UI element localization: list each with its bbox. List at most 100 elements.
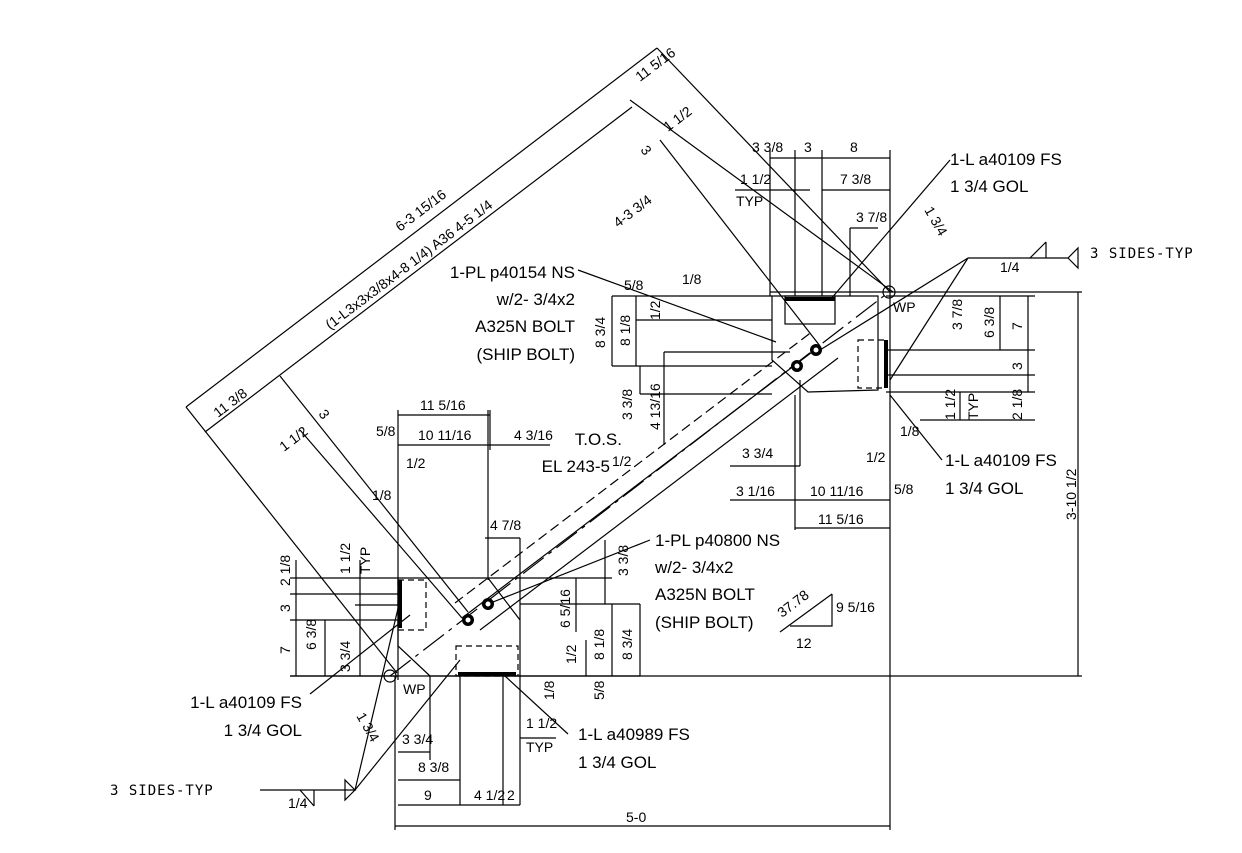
svg-text:1-L a40109 FS: 1-L a40109 FS <box>950 150 1062 169</box>
svg-text:(SHIP BOLT): (SHIP BOLT) <box>655 613 754 632</box>
svg-text:11 5/16: 11 5/16 <box>818 511 864 527</box>
svg-text:5/8: 5/8 <box>894 481 914 497</box>
svg-text:3 SIDES-TYP: 3 SIDES-TYP <box>110 783 214 799</box>
svg-text:(SHIP BOLT): (SHIP BOLT) <box>476 345 575 364</box>
svg-text:1/2: 1/2 <box>612 453 632 469</box>
tos-note: T.O.S. EL 243-5 1/2 <box>542 430 632 476</box>
svg-text:1/8: 1/8 <box>682 271 702 287</box>
svg-text:1-PL p40800 NS: 1-PL p40800 NS <box>655 531 780 550</box>
svg-text:37.78: 37.78 <box>774 586 812 620</box>
workpoint-bottom-icon <box>383 669 397 683</box>
svg-text:7: 7 <box>1009 322 1025 330</box>
svg-text:5-0: 5-0 <box>626 809 646 825</box>
svg-text:A325N BOLT: A325N BOLT <box>475 317 575 336</box>
wp-label-bottom: WP <box>403 681 426 697</box>
svg-text:3: 3 <box>638 142 656 158</box>
callout-plate-top: 1-PL p40154 NS w/2- 3/4x2 A325N BOLT (SH… <box>450 263 575 364</box>
svg-text:TYP: TYP <box>965 393 981 420</box>
svg-text:1/2: 1/2 <box>563 644 579 664</box>
svg-text:5/8: 5/8 <box>624 277 644 293</box>
svg-text:3 3/4: 3 3/4 <box>742 445 773 461</box>
svg-text:7: 7 <box>277 646 293 654</box>
weld-symbol-top: 3 SIDES-TYP 1/4 <box>1000 246 1194 275</box>
svg-text:3 SIDES-TYP: 3 SIDES-TYP <box>1090 246 1194 262</box>
svg-text:6 3/8: 6 3/8 <box>981 307 997 338</box>
svg-text:11 5/16: 11 5/16 <box>420 397 466 413</box>
svg-text:TYP: TYP <box>526 739 553 755</box>
svg-text:3 1/16: 3 1/16 <box>736 483 775 499</box>
svg-text:3 3/4: 3 3/4 <box>402 731 433 747</box>
svg-text:1 3/4 GOL: 1 3/4 GOL <box>945 479 1023 498</box>
svg-text:1 3/4: 1 3/4 <box>921 204 951 239</box>
svg-text:3: 3 <box>804 139 812 155</box>
svg-text:T.O.S.: T.O.S. <box>575 430 622 449</box>
svg-text:3 7/8: 3 7/8 <box>949 299 965 330</box>
svg-text:1 1/2: 1 1/2 <box>526 715 557 731</box>
svg-text:9: 9 <box>424 787 432 803</box>
slope-indicator: 37.78 9 5/16 12 <box>774 586 875 651</box>
svg-text:1 3/4 GOL: 1 3/4 GOL <box>578 753 656 772</box>
svg-text:1/8: 1/8 <box>372 487 392 503</box>
svg-text:3 7/8: 3 7/8 <box>856 209 887 225</box>
svg-text:6 3/8: 6 3/8 <box>303 619 319 650</box>
svg-text:3 3/4: 3 3/4 <box>337 641 353 672</box>
svg-text:9 5/16: 9 5/16 <box>836 599 875 615</box>
linework <box>185 47 1082 830</box>
svg-text:3: 3 <box>277 604 293 612</box>
svg-text:1 3/4: 1 3/4 <box>353 710 383 745</box>
callout-plate-bottom: 1-PL p40800 NS w/2- 3/4x2 A325N BOLT (SH… <box>654 531 780 632</box>
member-length: 6-3 15/16 <box>392 186 449 235</box>
callout-top-angle: 1-L a40109 FS 1 3/4 GOL <box>950 150 1062 196</box>
svg-text:2 1/8: 2 1/8 <box>1009 389 1025 420</box>
svg-text:6 5/16: 6 5/16 <box>557 589 573 628</box>
svg-text:3: 3 <box>316 406 334 422</box>
svg-text:3 3/8: 3 3/8 <box>615 545 631 576</box>
svg-text:1/4: 1/4 <box>1000 259 1020 275</box>
svg-text:4 13/16: 4 13/16 <box>647 383 663 430</box>
svg-text:1-L a40109 FS: 1-L a40109 FS <box>190 693 302 712</box>
svg-text:8 3/4: 8 3/4 <box>592 317 608 348</box>
svg-text:12: 12 <box>796 635 812 651</box>
svg-text:8 3/4: 8 3/4 <box>619 629 635 660</box>
svg-text:4 7/8: 4 7/8 <box>490 517 521 533</box>
svg-text:1 1/2: 1 1/2 <box>337 543 353 574</box>
svg-text:EL 243-5: EL 243-5 <box>542 457 610 476</box>
svg-text:10 11/16: 10 11/16 <box>418 427 472 443</box>
wp-label-top: WP <box>893 299 916 315</box>
callout-bottom-angle: 1-L a40989 FS 1 3/4 GOL <box>578 725 690 772</box>
svg-text:5/8: 5/8 <box>591 680 607 700</box>
svg-text:1 1/2: 1 1/2 <box>276 423 311 455</box>
svg-text:10 11/16: 10 11/16 <box>810 483 864 499</box>
svg-text:1 1/2: 1 1/2 <box>740 171 771 187</box>
overall-diag-dim: 11 5/16 <box>632 44 678 84</box>
svg-text:7 3/8: 7 3/8 <box>840 171 871 187</box>
svg-text:4-3 3/4: 4-3 3/4 <box>610 191 655 230</box>
svg-text:w/2- 3/4x2: w/2- 3/4x2 <box>496 290 575 309</box>
svg-text:2: 2 <box>507 787 515 803</box>
svg-text:TYP: TYP <box>357 547 373 574</box>
svg-text:4 3/16: 4 3/16 <box>514 427 553 443</box>
svg-text:1/8: 1/8 <box>541 680 557 700</box>
svg-text:3 3/8: 3 3/8 <box>752 139 783 155</box>
callout-right-angle: 1-L a40109 FS 1 3/4 GOL <box>945 451 1057 498</box>
svg-text:1 3/4 GOL: 1 3/4 GOL <box>950 177 1028 196</box>
svg-text:1-PL p40154 NS: 1-PL p40154 NS <box>450 263 575 282</box>
svg-text:1-L a40109 FS: 1-L a40109 FS <box>945 451 1057 470</box>
workpoint-top-icon <box>882 285 896 299</box>
callout-left-angle: 1-L a40109 FS 1 3/4 GOL <box>190 693 302 740</box>
svg-text:w/2- 3/4x2: w/2- 3/4x2 <box>654 558 733 577</box>
svg-text:1/2: 1/2 <box>866 449 886 465</box>
bolt-holes <box>462 344 822 626</box>
svg-text:8 3/8: 8 3/8 <box>418 759 449 775</box>
svg-text:8: 8 <box>850 139 858 155</box>
svg-text:TYP: TYP <box>736 193 763 209</box>
svg-text:3-10 1/2: 3-10 1/2 <box>1063 468 1079 520</box>
weld-symbol-bottom: 3 SIDES-TYP 1/4 <box>110 783 308 811</box>
svg-text:8 1/8: 8 1/8 <box>617 315 633 346</box>
svg-text:1 1/2: 1 1/2 <box>942 389 958 420</box>
svg-text:1-L a40989 FS: 1-L a40989 FS <box>578 725 690 744</box>
svg-text:1/2: 1/2 <box>647 300 663 320</box>
svg-text:3 3/8: 3 3/8 <box>619 389 635 420</box>
svg-text:8 1/8: 8 1/8 <box>591 629 607 660</box>
